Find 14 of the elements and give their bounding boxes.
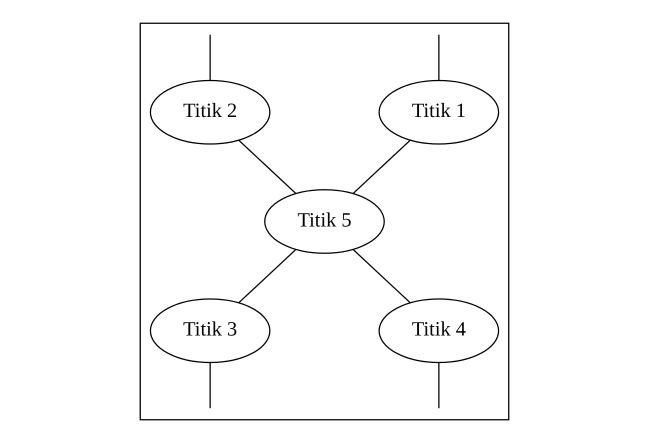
- node-ellipse: Titik 2: [150, 80, 270, 145]
- node-ellipse: Titik 4: [378, 298, 500, 364]
- node-ellipse: Titik 1: [378, 80, 500, 145]
- node-ellipse: Titik 5: [264, 189, 385, 254]
- connector: [210, 362, 211, 408]
- connector: [438, 362, 440, 408]
- connector: [352, 140, 410, 194]
- connector: [210, 34, 211, 80]
- connector: [238, 249, 296, 304]
- connector: [352, 249, 410, 304]
- connector: [438, 34, 440, 80]
- cluster: [140, 22, 510, 420]
- connector: [238, 140, 296, 194]
- node-ellipse: Titik 3: [150, 298, 270, 364]
